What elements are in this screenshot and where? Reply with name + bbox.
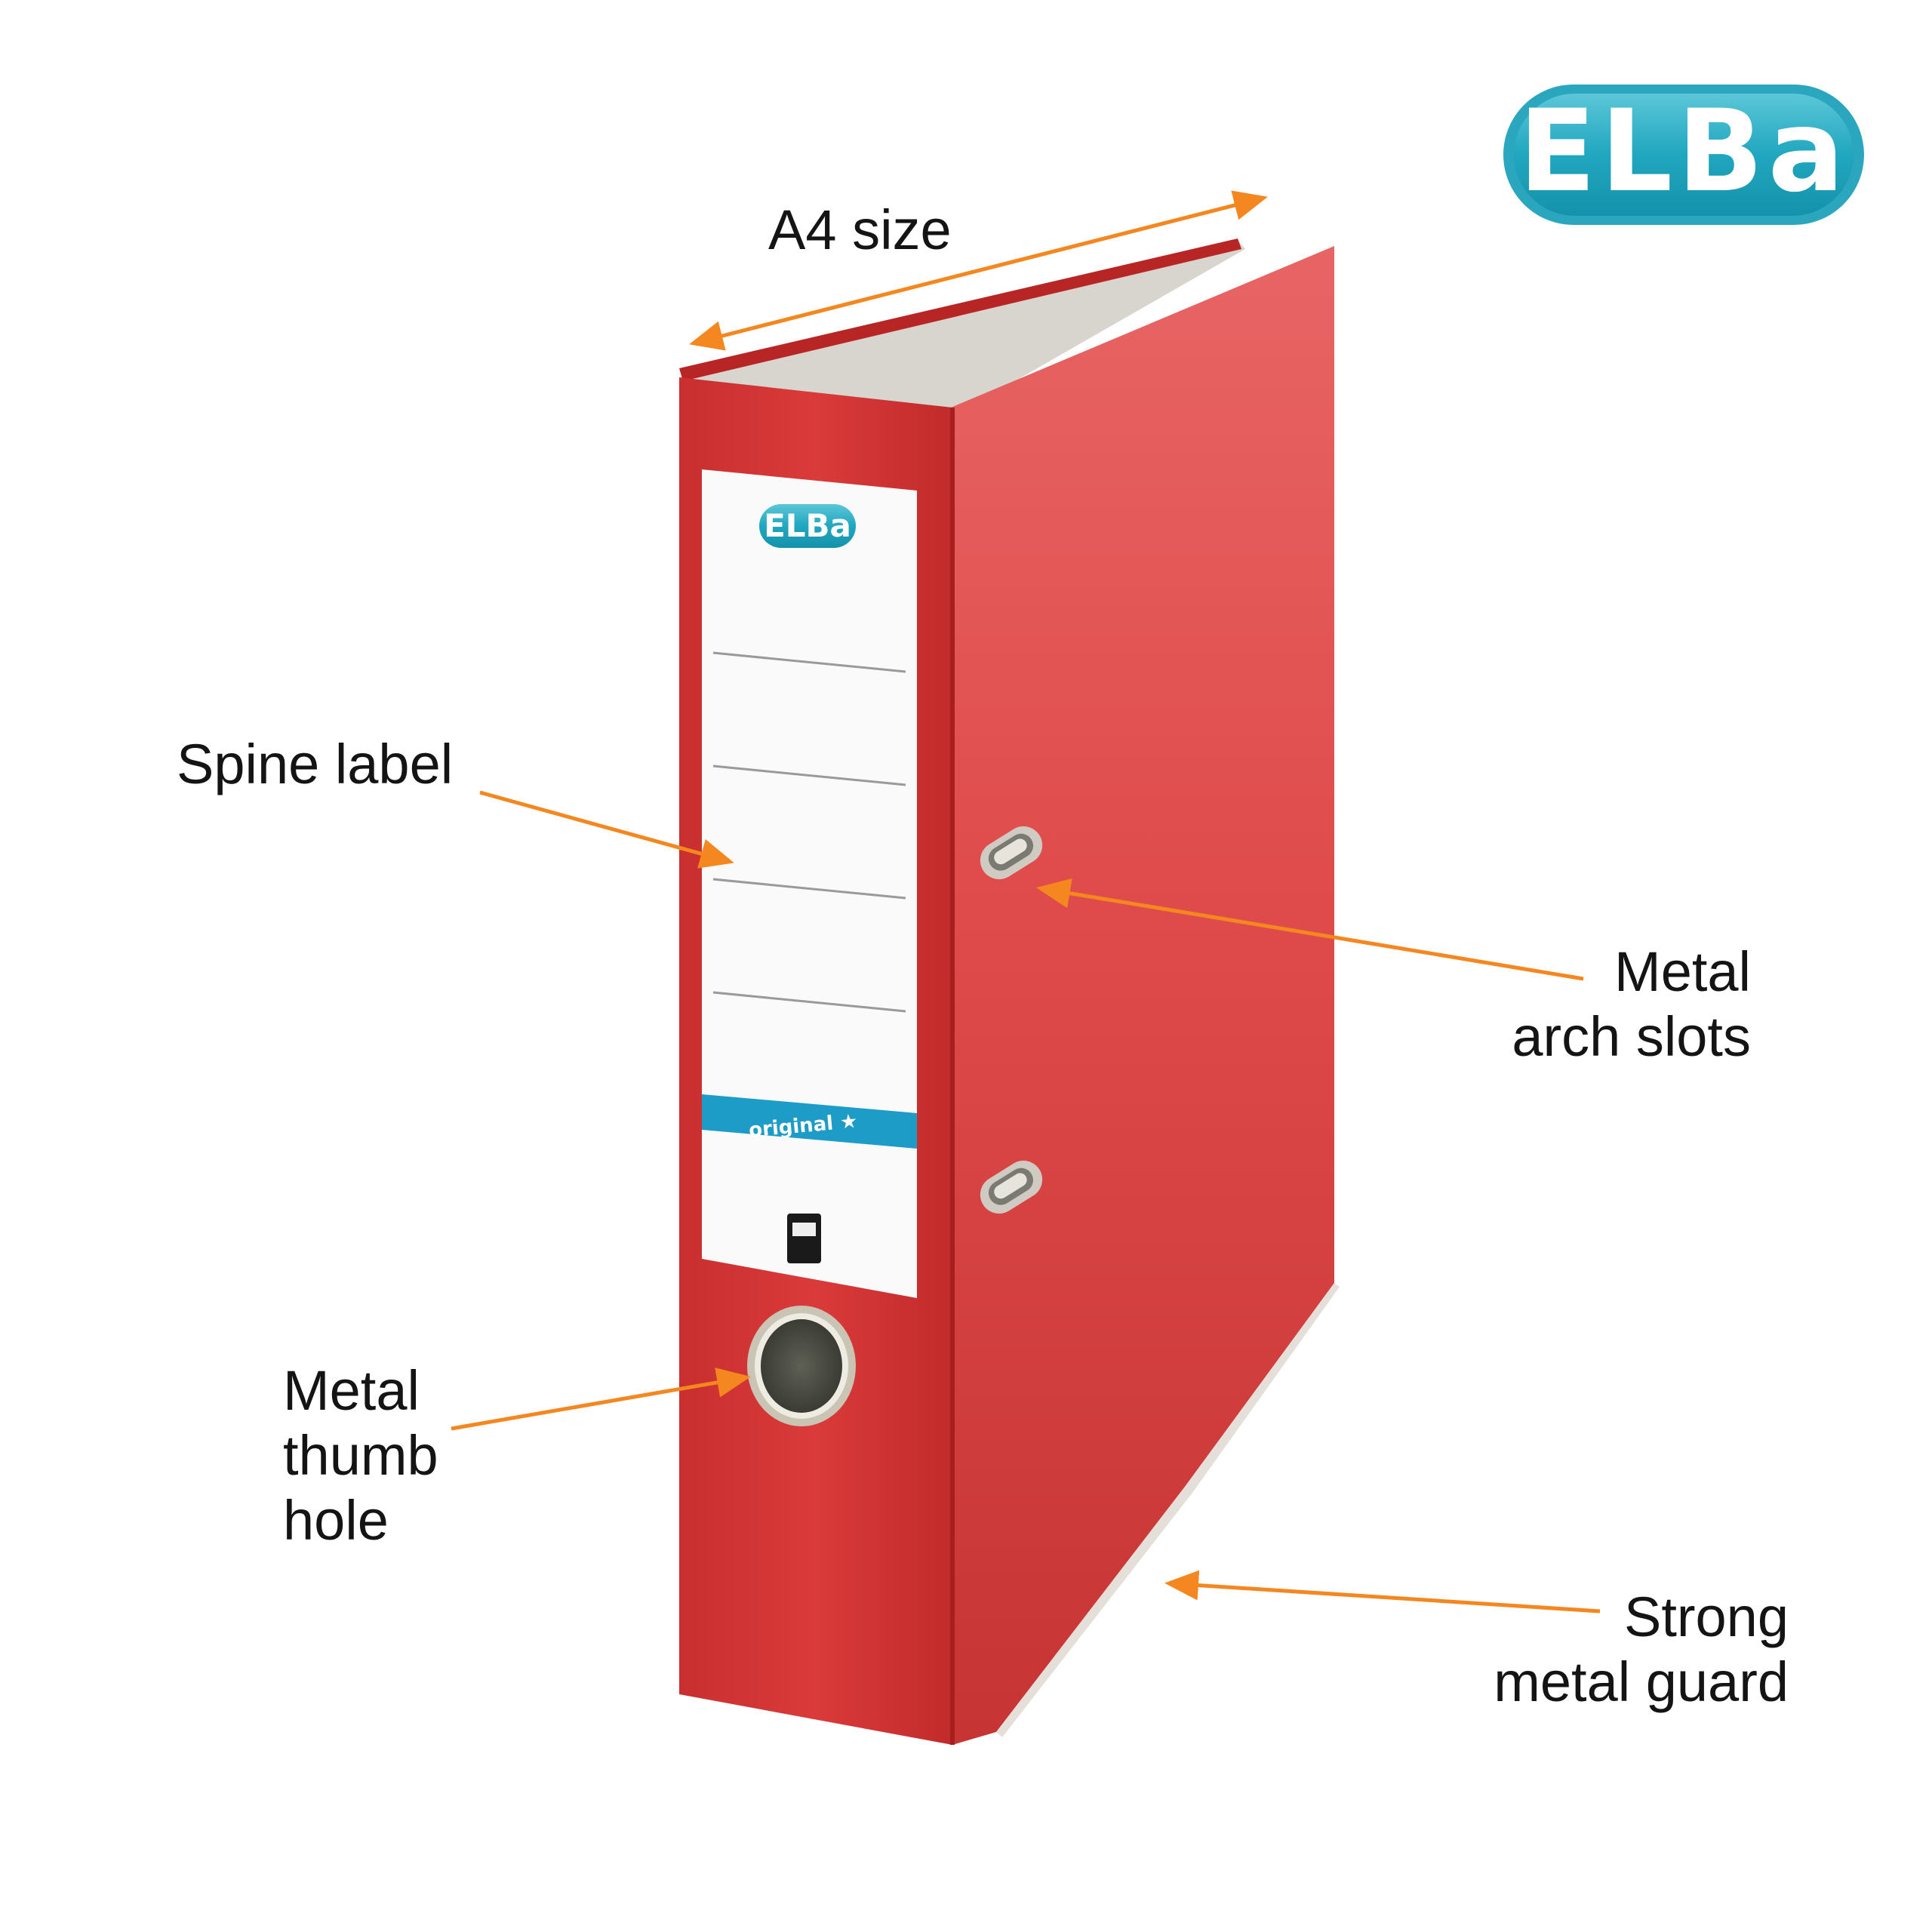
spine-label-card: [702, 469, 917, 1298]
spine-label-text: Spine label: [177, 733, 454, 795]
metal-thumb-hole-line: hole: [283, 1489, 389, 1552]
label-line: [712, 991, 906, 1013]
strong-metal-guard-line: Strong: [1623, 1586, 1789, 1648]
spine-logo-icon: ELBa: [759, 504, 856, 548]
arrow-icon: [479, 790, 734, 869]
spine-label-band: [702, 1094, 917, 1149]
metal-arch-slots-callout: Metal arch slots: [1479, 940, 1751, 1069]
strong-metal-guard-line: metal guard: [1494, 1651, 1789, 1713]
arrow-icon: [1036, 878, 1584, 981]
certification-mark-inner: [792, 1223, 816, 1236]
metal-arch-slots-line: Metal: [1614, 940, 1751, 1003]
arrow-icon: [1164, 1570, 1601, 1614]
label-line: [712, 764, 906, 786]
metal-arch-slots-line: arch slots: [1512, 1005, 1751, 1068]
a4-size-text: A4 size: [768, 198, 952, 261]
label-line: [712, 878, 906, 900]
metal-thumb-hole-callout: Metal thumb hole: [283, 1358, 438, 1553]
thumb-hole-icon: [747, 1306, 856, 1426]
arrow-icon: [451, 1367, 751, 1431]
logo-wordmark: ELBa: [1518, 86, 1849, 217]
arrow-icon: [689, 190, 1268, 351]
metal-guard-strip: [996, 1283, 1340, 1737]
spine-logo-wordmark: ELBa: [764, 507, 851, 544]
metal-thumb-hole-line: thumb: [283, 1424, 438, 1487]
arch-slot-icon: [980, 1160, 1043, 1214]
strong-metal-guard-callout: Strong metal guard: [1434, 1585, 1789, 1715]
spine-label-callout: Spine label: [177, 732, 453, 797]
label-line: [712, 651, 906, 673]
binder-front-cover: [951, 246, 1334, 1745]
arch-slot-icon: [980, 826, 1043, 880]
certification-mark-icon: [787, 1214, 821, 1263]
elba-logo-icon: ELBa: [1503, 85, 1864, 225]
binder-illustration: ELBa original ★: [679, 238, 1340, 1745]
a4-size-label: A4 size: [768, 198, 952, 263]
metal-thumb-hole-line: Metal: [283, 1359, 420, 1422]
